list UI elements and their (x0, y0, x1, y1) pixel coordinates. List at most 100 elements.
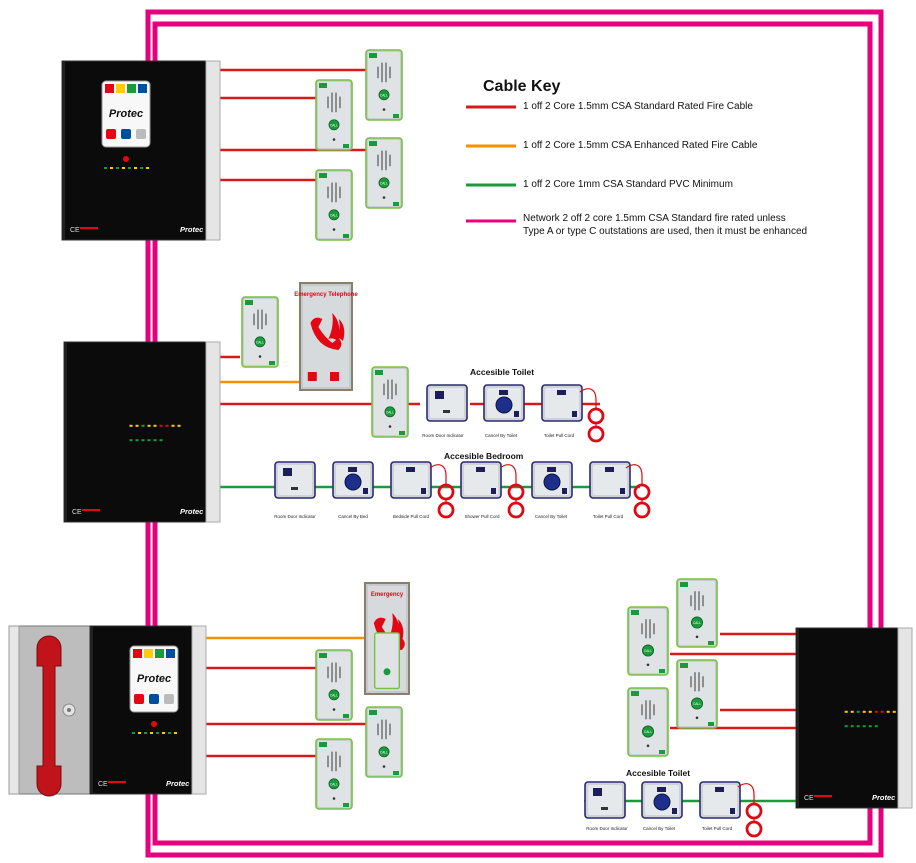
wheelchair-icon (307, 372, 317, 381)
outstation-led (382, 196, 386, 199)
caption-bedside-pull-cord: Bedside Pull Cord (392, 514, 430, 519)
cable-key-swatches (466, 105, 516, 223)
outstation-badge-icon (393, 114, 399, 118)
indicator-led (886, 710, 890, 713)
panel-label-strip (82, 509, 100, 511)
caption-cancel-by-toilet: Cancel By Toilet (484, 433, 518, 438)
padlock-icon (134, 694, 144, 704)
plate-badge-icon (491, 488, 496, 494)
indicator-led (165, 424, 169, 427)
screen-tile-icon (127, 84, 136, 93)
room-plate (531, 461, 573, 499)
outstation-led (332, 797, 336, 800)
panel-side-bezel (205, 60, 221, 241)
key-label-network-line1: Network 2 off 2 core 1.5mm CSA Standard … (523, 213, 786, 224)
call-button (690, 697, 703, 710)
caption-shower-pull-cord: Shower Pull Cord (464, 514, 500, 519)
section-title-accessible-toilet-2: Accesible Toilet (626, 768, 691, 778)
outstation-led (332, 138, 336, 141)
panel-brand-logo: Protec (137, 673, 171, 685)
call-button (690, 616, 703, 629)
indicator-led (128, 167, 131, 169)
room-plate (699, 781, 741, 819)
outstation-logo-icon (680, 582, 688, 587)
outstation-led (695, 716, 699, 720)
outstation-brushed-steel (679, 662, 715, 726)
caption-toilet-pull-cord: Toilet Pull Cord (701, 826, 733, 831)
indicator-led (856, 725, 860, 728)
sign-title: Emergency Telephone (294, 292, 358, 298)
telephone-icon (310, 317, 342, 350)
indicator-led (856, 710, 860, 713)
indicator-lamp (601, 807, 608, 810)
pull-cord (625, 464, 651, 519)
call-point-outstation: CALL (371, 366, 409, 438)
call-point-outstation: CALL (315, 738, 353, 810)
indicator-led (135, 439, 139, 442)
display-window (499, 390, 508, 395)
plate-badge-icon (730, 808, 735, 814)
outstation-badge-icon (708, 722, 714, 726)
panel-brand-footer: Protec (166, 779, 190, 788)
cancel-button (495, 396, 513, 414)
section-title-accessible-toilet-1: Accesible Toilet (470, 367, 535, 377)
call-point-outstation: CALL (241, 296, 279, 368)
cancel-button (344, 473, 362, 491)
indicator-led (168, 732, 171, 734)
display-window (547, 467, 556, 472)
pull-cord-string (579, 388, 597, 408)
indicator-led (862, 725, 866, 728)
call-button-label: CALL (693, 702, 701, 706)
outstation-logo-icon (375, 370, 383, 375)
outstation-brushed-steel (368, 52, 400, 118)
key-label-standard-fire: 1 off 2 Core 1.5mm CSA Standard Rated Fi… (523, 101, 753, 112)
indicator-led (862, 710, 866, 713)
screen-tile-icon (138, 84, 147, 93)
pull-cord-string (429, 464, 447, 484)
indicator-led (874, 725, 878, 728)
key-icon-center (67, 708, 71, 712)
outstation-brushed-steel (368, 140, 400, 206)
outstation-brushed-steel (679, 581, 715, 645)
network-cable (145, 794, 884, 858)
caption-room-door-indicator: Room Door Indicator (422, 433, 464, 438)
indicator-led (146, 167, 149, 169)
room-plate (390, 461, 432, 499)
indicator-led (110, 167, 113, 169)
indicator-led (144, 732, 147, 734)
indicator-led (162, 732, 165, 734)
wheelchair-icon (283, 468, 292, 476)
screen-tile-icon (155, 649, 164, 658)
outstation-brushed-steel (368, 709, 400, 775)
plate-badge-icon (514, 411, 519, 417)
call-point-outstation: CALL (365, 137, 403, 209)
call-button-label: CALL (386, 410, 394, 414)
pull-cord-ring-icon (745, 802, 763, 820)
call-button (378, 177, 390, 189)
room-plate (541, 384, 583, 422)
network-cable (152, 794, 873, 846)
call-point-outstation: CALL (627, 606, 669, 676)
caption-room-door-indicator: Room Door Indicator (274, 514, 316, 519)
plate-badge-icon (562, 488, 567, 494)
call-button (328, 119, 340, 131)
indicator-led (156, 732, 159, 734)
caption-cancel-by-toilet: Cancel By Toilet (642, 826, 676, 831)
panel-edge (90, 626, 93, 794)
panel-edge (796, 628, 799, 808)
panel-edge (62, 61, 65, 240)
pull-cord (737, 783, 763, 838)
indicator-led (147, 424, 151, 427)
indicator-lamp (443, 410, 450, 413)
outstation-badge-icon (269, 361, 275, 365)
plate-face (394, 465, 428, 495)
indicator-led (874, 710, 878, 713)
outstation-brushed-steel (244, 299, 276, 365)
panel-side-bezel (897, 627, 913, 809)
outstation-badge-icon (659, 669, 665, 673)
call-button (328, 209, 340, 221)
plate-face (593, 465, 627, 495)
indicator-led (177, 424, 181, 427)
